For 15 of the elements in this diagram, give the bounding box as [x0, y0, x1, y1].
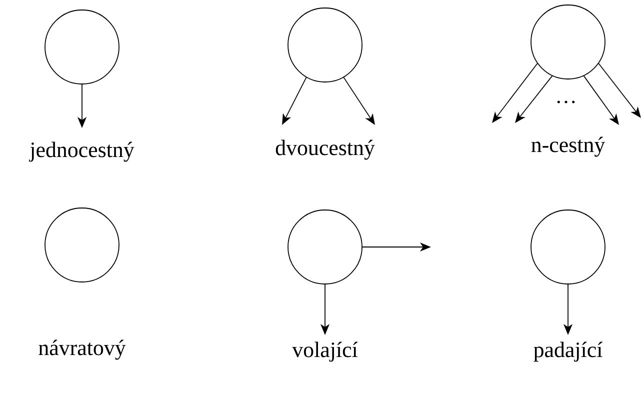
node-caption: návratový [38, 340, 126, 360]
node-caption: jednocestný [29, 142, 134, 162]
circle [530, 4, 606, 80]
circle [44, 10, 120, 84]
node-caption: dvoucestný [276, 140, 375, 160]
node-caption: volající [292, 342, 358, 362]
circle [44, 208, 120, 282]
circle [288, 8, 362, 82]
ellipsis: … [557, 100, 575, 104]
arrow [598, 63, 641, 118]
node-caption: n-cestný [531, 136, 606, 157]
circle [288, 210, 362, 284]
arrow [515, 76, 553, 123]
circle [530, 210, 606, 284]
node-caption: padající [534, 342, 602, 362]
